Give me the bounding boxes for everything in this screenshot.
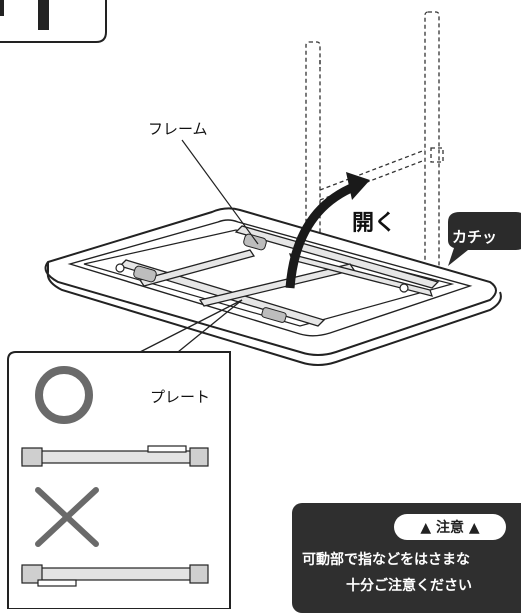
plate-label: プレート xyxy=(150,388,211,406)
table-top xyxy=(44,207,502,366)
frame-label: フレーム xyxy=(148,120,208,138)
zoom-leader-lines xyxy=(139,299,243,353)
correct-bar xyxy=(21,445,209,467)
folding-frame xyxy=(115,225,440,327)
caution-text-line1: 可動部で指などをはさまな xyxy=(302,552,470,568)
correct-circle-icon xyxy=(35,366,93,424)
click-bubble xyxy=(448,212,521,266)
leg-dashed-outline xyxy=(305,11,444,305)
caution-text-line2: 十分ご注意ください xyxy=(346,578,472,594)
click-sound-label: カチッ xyxy=(452,228,498,246)
open-arrow xyxy=(285,172,370,289)
wrong-cross-icon xyxy=(35,487,99,547)
step-icon-box xyxy=(0,0,107,43)
frame-leader xyxy=(181,139,259,245)
caution-title: ▲ 注意 ▲ xyxy=(394,514,506,540)
wrong-bar xyxy=(21,564,209,587)
open-label: 開く xyxy=(352,211,397,236)
